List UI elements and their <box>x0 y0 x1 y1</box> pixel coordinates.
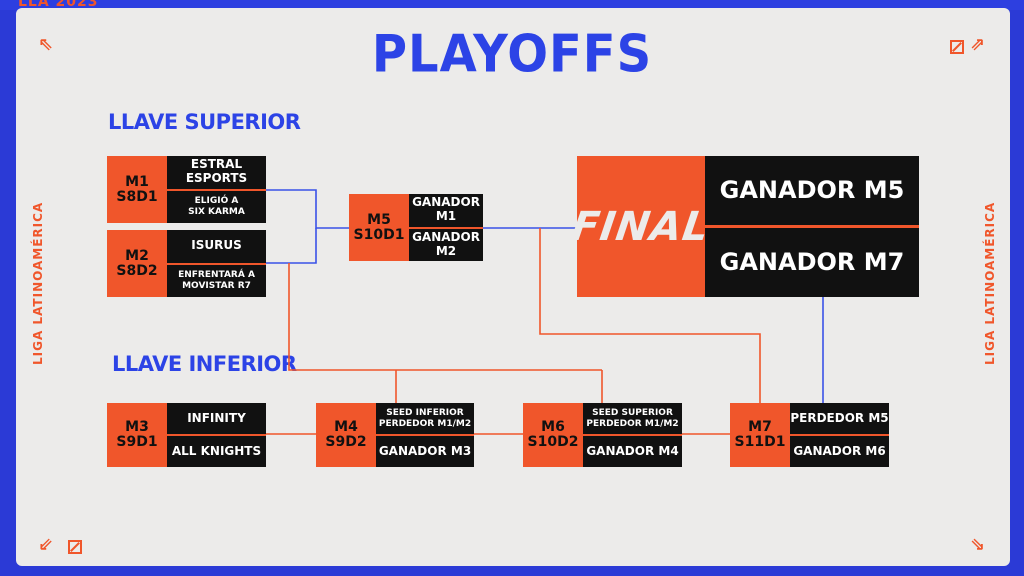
match-m7-bottom-text: GANADOR M6 <box>793 443 886 458</box>
match-m4: M4 S9D2 SEED INFERIOR PERDEDOR M1/M2 GAN… <box>316 403 474 467</box>
slot-divider <box>167 188 266 191</box>
match-m5-bottom-text: GANADOR M2 <box>412 229 480 258</box>
brand-label: LLA 2023 <box>18 0 99 10</box>
final-logo: FINAL <box>569 156 713 297</box>
slot-divider <box>376 434 474 436</box>
match-m7-number: M7 <box>748 419 772 436</box>
match-m5-bottom-slot: GANADOR M2 <box>409 229 483 262</box>
lower-bracket-title: LLAVE INFERIOR <box>112 352 297 376</box>
match-m4-slot-code: S9D2 <box>325 434 367 450</box>
top-edge <box>0 0 1024 10</box>
match-final: FINAL GANADOR M5 GANADOR M7 <box>569 156 919 297</box>
match-m3-id: M3 S9D1 <box>107 403 167 467</box>
match-m1-bottom-line1: ELIGIÓ A <box>194 196 239 207</box>
match-m1-bottom-line2: SIX KARMA <box>188 206 245 217</box>
match-m2-slot-code: S8D2 <box>116 262 158 279</box>
match-m5-slot-code: S10D1 <box>353 226 405 243</box>
match-m3-top-slot: INFINITY <box>167 403 266 434</box>
match-m2-id: M2 S8D2 <box>107 230 167 297</box>
match-m1-top-text: ESTRAL ESPORTS <box>185 157 248 186</box>
match-m2-bottom-line1: ENFRENTARÁ A <box>178 270 255 281</box>
match-m4-id: M4 S9D2 <box>316 403 376 467</box>
match-m6-slot-code: S10D2 <box>527 434 579 450</box>
match-m6: M6 S10D2 SEED SUPERIOR PERDEDOR M1/M2 GA… <box>523 403 682 467</box>
match-m3-bottom-text: ALL KNIGHTS <box>171 443 262 458</box>
match-m6-top-slot: SEED SUPERIOR PERDEDOR M1/M2 <box>583 403 682 434</box>
match-m1: M1 S8D1 ESTRAL ESPORTS ELIGIÓ A SIX KARM… <box>107 156 266 223</box>
final-bottom-slot: GANADOR M7 <box>705 228 919 297</box>
final-logo-text: FINAL <box>569 203 713 250</box>
match-m4-bottom-slot: GANADOR M3 <box>376 436 474 467</box>
match-m5-id: M5 S10D1 <box>349 194 409 261</box>
match-m6-number: M6 <box>541 419 565 436</box>
match-m4-top-line1: SEED INFERIOR <box>386 408 464 419</box>
arrow-bottom-left-icon: ⇙ <box>38 534 54 555</box>
match-m6-bottom-text: GANADOR M4 <box>586 443 679 458</box>
upper-bracket-title: LLAVE SUPERIOR <box>108 110 301 134</box>
match-m7-bottom-slot: GANADOR M6 <box>790 436 889 467</box>
connector-m1-m5 <box>266 189 349 229</box>
match-m2-bottom-line2: MOVISTAR R7 <box>182 280 251 291</box>
arrow-bottom-right-icon: ⇘ <box>970 534 986 555</box>
match-m3-top-text: INFINITY <box>187 410 246 425</box>
match-m4-top-line2: PERDEDOR M1/M2 <box>378 418 472 429</box>
square-slash-icon-bottom <box>68 540 82 554</box>
connector-m1m2-loser <box>288 263 602 371</box>
match-m1-top-slot: ESTRAL ESPORTS <box>167 156 266 189</box>
match-m3-bottom-slot: ALL KNIGHTS <box>167 436 266 467</box>
match-m6-top-line1: SEED SUPERIOR <box>592 408 673 419</box>
match-m1-bottom-slot: ELIGIÓ A SIX KARMA <box>167 191 266 224</box>
match-m6-bottom-slot: GANADOR M4 <box>583 436 682 467</box>
match-m3-number: M3 <box>125 419 149 436</box>
match-m5-top-text: GANADOR M1 <box>412 195 480 224</box>
slot-divider <box>705 225 919 228</box>
slot-divider <box>167 262 266 265</box>
slot-divider <box>790 434 889 436</box>
match-m2-top-text: ISURUS <box>191 238 242 253</box>
match-m7-top-text: PERDEDOR M5 <box>790 410 889 425</box>
final-top-text: GANADOR M5 <box>719 175 905 204</box>
final-bottom-text: GANADOR M7 <box>719 247 905 276</box>
match-m5-top-slot: GANADOR M1 <box>409 194 483 227</box>
match-m1-id: M1 S8D1 <box>107 156 167 223</box>
match-m1-number: M1 <box>125 173 149 190</box>
match-m7: M7 S11D1 PERDEDOR M5 GANADOR M6 <box>730 403 889 467</box>
slot-divider <box>409 226 483 229</box>
match-m7-slot-code: S11D1 <box>734 434 786 450</box>
final-top-slot: GANADOR M5 <box>705 156 919 225</box>
match-m3-slot-code: S9D1 <box>116 434 158 450</box>
match-m2: M2 S8D2 ISURUS ENFRENTARÁ A MOVISTAR R7 <box>107 230 266 297</box>
match-m7-id: M7 S11D1 <box>730 403 790 467</box>
match-m5-number: M5 <box>367 211 391 228</box>
match-m4-number: M4 <box>334 419 358 436</box>
slot-divider <box>583 434 682 436</box>
match-m3: M3 S9D1 INFINITY ALL KNIGHTS <box>107 403 266 467</box>
match-m6-id: M6 S10D2 <box>523 403 583 467</box>
connector-m5-m7 <box>539 228 761 403</box>
match-m1-slot-code: S8D1 <box>116 188 158 205</box>
match-m2-number: M2 <box>125 247 149 264</box>
connector-m2-m5 <box>266 228 317 264</box>
square-slash-icon-top <box>950 40 964 54</box>
arrow-top-left-icon: ⇖ <box>38 34 54 55</box>
match-m4-bottom-text: GANADOR M3 <box>378 443 472 458</box>
page-title: PLAYOFFS <box>371 23 653 85</box>
match-m2-bottom-slot: ENFRENTARÁ A MOVISTAR R7 <box>167 265 266 298</box>
match-m5: M5 S10D1 GANADOR M1 GANADOR M2 <box>349 194 483 261</box>
slot-divider <box>167 434 266 436</box>
match-m7-top-slot: PERDEDOR M5 <box>790 403 889 434</box>
arrow-top-right-icon: ⇗ <box>970 34 986 55</box>
match-m6-top-line2: PERDEDOR M1/M2 <box>586 418 679 429</box>
match-m2-top-slot: ISURUS <box>167 230 266 263</box>
match-m4-top-slot: SEED INFERIOR PERDEDOR M1/M2 <box>376 403 474 434</box>
